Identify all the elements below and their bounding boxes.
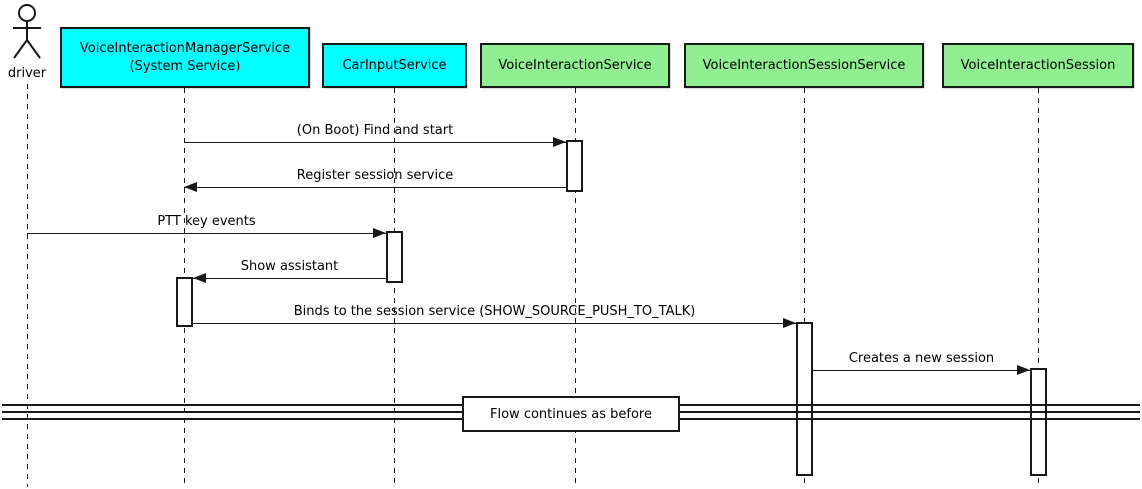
participant-voice-interaction-service: VoiceInteractionService bbox=[480, 43, 670, 88]
message-label: PTT key events bbox=[157, 214, 256, 229]
divider-label: Flow continues as before bbox=[490, 406, 652, 422]
activation-car-input-service bbox=[386, 231, 403, 283]
message-label: Binds to the session service (SHOW_SOURC… bbox=[293, 304, 696, 319]
participant-label: VoiceInteractionService bbox=[498, 57, 652, 73]
arrowhead-left-icon bbox=[193, 273, 206, 283]
activation-voice-interaction-session-service bbox=[796, 322, 813, 476]
message-on-boot-find-and-start: (On Boot) Find and start bbox=[184, 122, 566, 147]
message-ptt-key-events: PTT key events bbox=[27, 213, 386, 238]
participant-car-input-service: CarInputService bbox=[322, 43, 467, 88]
arrowhead-left-icon bbox=[184, 182, 197, 192]
arrowhead-right-icon bbox=[1017, 365, 1030, 375]
message-register-session-service: Register session service bbox=[184, 167, 566, 192]
participant-sublabel: (System Service) bbox=[129, 58, 241, 74]
lifeline-driver bbox=[27, 84, 28, 487]
message-label: (On Boot) Find and start bbox=[296, 123, 454, 138]
divider-label-box: Flow continues as before bbox=[462, 396, 680, 432]
lifeline-voice-interaction-service bbox=[575, 88, 576, 487]
activation-voice-interaction-service bbox=[566, 140, 583, 192]
stick-figure-icon bbox=[13, 4, 41, 59]
actor-driver: driver bbox=[2, 3, 52, 81]
participant-voice-interaction-session-service: VoiceInteractionSessionService bbox=[684, 43, 924, 88]
message-label: Show assistant bbox=[240, 259, 339, 274]
arrowhead-right-icon bbox=[783, 318, 796, 328]
message-line bbox=[193, 323, 796, 324]
lifeline-car-input-service bbox=[394, 88, 395, 487]
message-label: Register session service bbox=[296, 168, 454, 183]
arrowhead-right-icon bbox=[373, 228, 386, 238]
message-binds-to-session-service: Binds to the session service (SHOW_SOURC… bbox=[193, 303, 796, 328]
lifeline-voice-interaction-session bbox=[1038, 88, 1039, 487]
message-line bbox=[184, 142, 566, 143]
participant-voice-interaction-manager-service: VoiceInteractionManagerService (System S… bbox=[60, 27, 310, 88]
message-label: Creates a new session bbox=[848, 351, 995, 366]
message-line bbox=[193, 278, 386, 279]
message-show-assistant: Show assistant bbox=[193, 258, 386, 283]
message-line bbox=[813, 370, 1030, 371]
participant-label: VoiceInteractionManagerService bbox=[79, 40, 291, 56]
message-creates-a-new-session: Creates a new session bbox=[813, 350, 1030, 375]
activation-voice-interaction-session bbox=[1030, 368, 1047, 476]
message-line bbox=[27, 233, 386, 234]
message-line bbox=[184, 187, 566, 188]
actor-label: driver bbox=[7, 66, 47, 81]
participant-label: VoiceInteractionSessionService bbox=[702, 57, 906, 73]
participant-label: VoiceInteractionSession bbox=[960, 57, 1116, 73]
lifeline-voice-interaction-session-service bbox=[804, 88, 805, 487]
arrowhead-right-icon bbox=[553, 137, 566, 147]
participant-label: CarInputService bbox=[342, 57, 447, 73]
participant-voice-interaction-session: VoiceInteractionSession bbox=[942, 43, 1134, 88]
activation-voice-interaction-manager-service bbox=[176, 277, 193, 327]
